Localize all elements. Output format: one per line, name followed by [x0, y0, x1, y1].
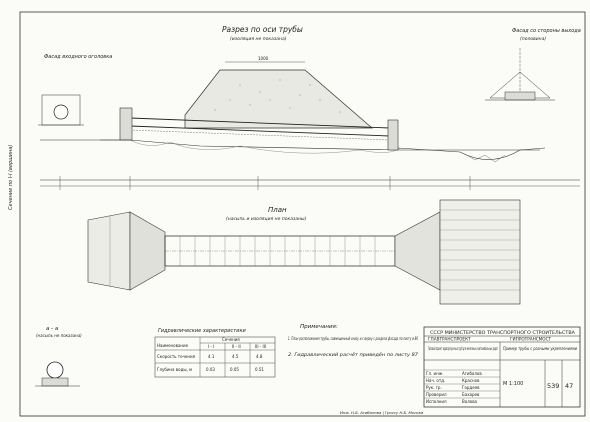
plan-subtitle: (насыпь и изоляция не показаны)	[226, 216, 307, 222]
hydro-row1-label: Глубина воды, м	[157, 367, 192, 372]
tb-sheet-total: 47	[565, 382, 573, 390]
hydro-row1-v3: 0.51	[255, 367, 264, 372]
sheet-frame	[19, 11, 586, 417]
section-aa-drawing	[35, 361, 80, 387]
tb-project: Типовой проект водопропускных труб для ж…	[428, 346, 498, 351]
section-aa-title: а - а	[46, 326, 59, 332]
tb-role-1: Нач. отд.	[426, 378, 445, 383]
hydro-row0-v3: 4.8	[256, 354, 263, 359]
soil-hatch	[129, 139, 401, 154]
hydro-title: Гидравлические характеристики	[158, 328, 246, 334]
plan-inlet	[87, 211, 166, 291]
hydro-row1-v2: 0.05	[230, 367, 239, 372]
embankment: 1000	[184, 56, 373, 129]
tb-ministry: СССР МИНИСТЕРСТВО ТРАНСПОРТНОГО СТРОИТЕЛ…	[430, 330, 575, 336]
hydro-row0-label: Скорость течения	[157, 354, 196, 359]
tb-person-3: Бахарев	[462, 392, 480, 397]
plan-barrel	[164, 235, 396, 267]
tb-person-0: Агибалов	[462, 371, 482, 376]
side-label: Сечение по I-I (вершина)	[8, 145, 14, 210]
tb-role-0: Гл. инж.	[426, 371, 444, 376]
hydro-head-3: III - III	[255, 344, 266, 349]
hydro-row0-v1: 4.1	[208, 354, 215, 359]
tb-scale: М 1:100	[503, 381, 523, 387]
hydro-row0-v2: 4.5	[232, 354, 239, 359]
hydro-head-1: I - I	[208, 344, 214, 349]
plan-title: План	[268, 206, 287, 214]
tb-role-2: Рук. гр.	[426, 385, 442, 390]
ground-line	[40, 139, 540, 151]
inlet-headwall	[100, 107, 133, 141]
dimension-strip	[40, 176, 580, 190]
hydro-table: Сечения Наименование I - I II - II III -…	[154, 336, 276, 378]
tb-person-2: Гордеев	[462, 385, 480, 390]
note-2: 2. Гидравлический расчёт приведён по лис…	[288, 352, 418, 357]
section-title: Разрез по оси трубы	[222, 25, 303, 34]
tb-role-3: Проверил	[426, 392, 447, 397]
bottom-credits: Инж. Н.Б. Агибалова | Гроссу Н.Б. Москва	[340, 410, 424, 415]
tb-org2: ГИПРОТРАНСМОСТ	[510, 337, 552, 342]
tb-sheet-name: Пример трубы с разными укреплениями	[503, 346, 577, 351]
hydro-row1-v1: 0.03	[206, 367, 215, 372]
plan-outlet	[394, 199, 521, 305]
tb-sheet-number: 539	[547, 382, 559, 390]
top-width-dim: 1000	[258, 56, 269, 61]
tb-org1: ГЛАВТРАНСПРОЕКТ	[428, 337, 471, 342]
section-subtitle: (изоляция не показана)	[230, 36, 287, 42]
hydro-head-2: II - II	[232, 344, 241, 349]
section-aa-subtitle: (насыпь не показана)	[36, 333, 82, 338]
culvert-pipe	[129, 117, 391, 141]
outlet-headwall	[387, 119, 546, 163]
facade-in-drawing	[38, 94, 84, 126]
tb-person-1: Краснов	[462, 378, 480, 383]
facade-out-subtitle: (половина)	[520, 36, 546, 42]
tb-person-4: Валова	[462, 399, 478, 404]
facade-out-drawing	[485, 48, 555, 101]
title-block: СССР МИНИСТЕРСТВО ТРАНСПОРТНОГО СТРОИТЕЛ…	[423, 326, 581, 408]
hydro-head-0: Наименование	[157, 343, 189, 348]
facade-out-title: Фасад со стороны выхода	[512, 28, 581, 34]
facade-in-title: Фасад входного оголовка	[44, 54, 112, 60]
notes-title: Примечания:	[300, 324, 338, 330]
hydro-group-label: Сечения	[222, 337, 240, 342]
tb-role-4: Исполнил	[426, 399, 447, 404]
note-1: 1. План расположения трубы, совмещенный …	[288, 336, 418, 341]
